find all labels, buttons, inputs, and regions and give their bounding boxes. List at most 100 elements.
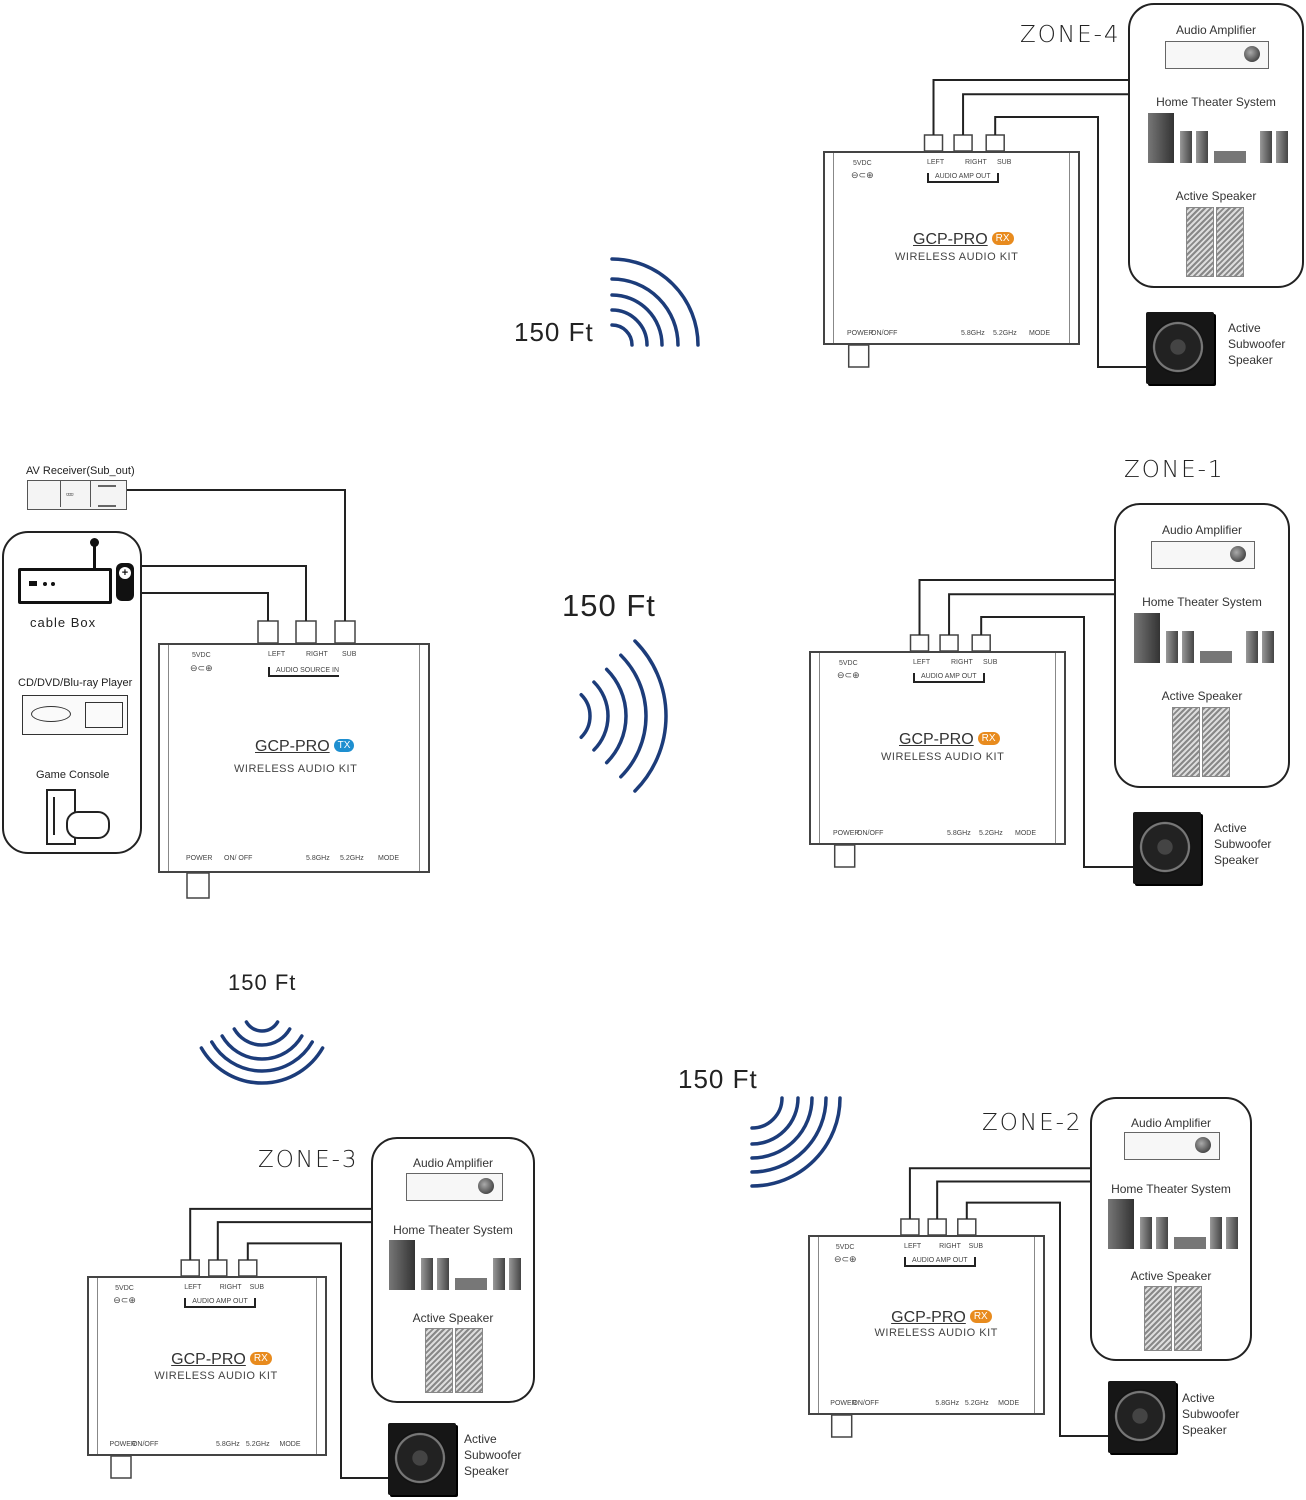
subwoofer-label-line: Subwoofer	[1228, 337, 1286, 351]
wave-arc-zone4	[610, 323, 634, 347]
port-left-label: LEFT	[927, 159, 945, 166]
dc-jack-icon: ⊖⊂⊕	[190, 663, 213, 673]
active-speaker-icon	[425, 1327, 454, 1393]
cable-right	[216, 1221, 371, 1260]
transmitter-unit: 5VDC ⊖⊂⊕ LEFT RIGHT SUB AUDIO SOURCE IN …	[158, 643, 430, 873]
cable-sub	[965, 1201, 1108, 1437]
active-speaker-icon	[1173, 1286, 1202, 1352]
wave-arc-zone2	[750, 1096, 784, 1130]
home-theater-label: Home Theater System	[1156, 95, 1276, 109]
onoff-label: ON/OFF	[857, 830, 884, 837]
power-button-label: POWER	[109, 1441, 136, 1448]
rca-plug	[334, 620, 356, 644]
av-receiver-label: AV Receiver(Sub_out)	[26, 465, 135, 477]
rca-plug	[939, 634, 959, 652]
kit-subtitle: WIRELESS AUDIO KIT	[154, 1369, 278, 1382]
band-58-label: 5.8GHz	[947, 830, 971, 837]
mode-label: MODE	[279, 1441, 301, 1448]
model-text: GCP-PRO	[255, 738, 330, 755]
audio-amplifier-icon	[1165, 41, 1270, 69]
subwoofer-label-line: Active	[1182, 1391, 1215, 1405]
power-plug	[110, 1455, 132, 1479]
active-speaker-icon	[1186, 207, 1215, 277]
rx-badge: RX	[991, 232, 1014, 245]
zone-title: ZONE-4	[1020, 22, 1121, 48]
kit-subtitle: WIRELESS AUDIO KIT	[895, 251, 1019, 263]
range-label-zone3: 150 Ft	[228, 970, 297, 995]
cable-left-source	[142, 592, 269, 621]
port-left-label: LEFT	[904, 1243, 922, 1250]
band-52-label: 5.2GHz	[964, 1400, 989, 1407]
cable-left	[932, 78, 1128, 135]
tx-badge: TX	[333, 739, 355, 752]
cable-sub-source	[127, 489, 346, 621]
audio-amplifier-label: Audio Amplifier	[1175, 23, 1257, 37]
audio-amplifier-label: Audio Amplifier	[1130, 1115, 1212, 1130]
rca-plug	[985, 134, 1005, 152]
audio-amplifier-icon	[1151, 541, 1256, 569]
receiver-unit: 5VDC ⊖⊂⊕ LEFT RIGHT SUB AUDIO AMP OUT GC…	[87, 1276, 327, 1456]
power-plug	[830, 1414, 853, 1438]
port-group-label: AUDIO AMP OUT	[913, 673, 985, 683]
kit-subtitle: WIRELESS AUDIO KIT	[881, 751, 1005, 763]
port-sub-label: SUB	[249, 1284, 265, 1291]
subwoofer-label-line: Subwoofer	[1182, 1407, 1240, 1421]
home-theater-label: Home Theater System	[393, 1223, 513, 1237]
audio-amplifier-icon	[405, 1172, 503, 1201]
audio-amplifier-label: Audio Amplifier	[1161, 523, 1243, 537]
subwoofer-label-line: Speaker	[1228, 353, 1273, 367]
wave-arc-zone4	[610, 277, 680, 347]
port-sub-label: SUB	[997, 159, 1012, 166]
wave-arc-zone4	[610, 293, 664, 347]
zone-title: ZONE-3	[258, 1147, 359, 1173]
onoff-label: ON/OFF	[871, 330, 898, 337]
onoff-label: ON/OFF	[131, 1441, 159, 1448]
model-text: GCP-PRO	[913, 231, 988, 248]
power-in-label: 5VDC	[192, 652, 211, 659]
onoff-label: ON/ OFF	[224, 855, 253, 862]
active-speaker-label: Active Speaker	[412, 1310, 494, 1325]
power-in-label: 5VDC	[839, 660, 858, 667]
port-right-label: RIGHT	[306, 651, 328, 658]
audio-amplifier-label: Audio Amplifier	[412, 1155, 494, 1170]
port-right-label: RIGHT	[965, 159, 987, 166]
cable-left	[189, 1207, 371, 1260]
band-52-label: 5.2GHz	[993, 330, 1017, 337]
output-devices-group: Audio Amplifier Home Theater System Acti…	[1114, 503, 1290, 788]
port-group-label: AUDIO AMP OUT	[184, 1298, 256, 1308]
power-plug	[833, 844, 856, 868]
dc-jack-icon: ⊖⊂⊕	[851, 170, 874, 180]
cable-right	[936, 1180, 1090, 1219]
port-sub-label: SUB	[968, 1243, 984, 1250]
port-left-label: LEFT	[184, 1284, 202, 1291]
output-devices-group: Audio Amplifier Home Theater System Acti…	[1128, 3, 1304, 288]
band-58-label: 5.8GHz	[935, 1400, 960, 1407]
wave-arc-zone2	[750, 1096, 842, 1188]
model-text: GCP-PRO	[899, 731, 974, 748]
active-speaker-icon	[1172, 707, 1201, 777]
mode-label: MODE	[1029, 330, 1050, 337]
rca-plug	[927, 1218, 947, 1236]
cable-sub	[994, 116, 1146, 368]
active-speaker-icon	[455, 1327, 484, 1393]
power-in-label: 5VDC	[835, 1244, 855, 1251]
subwoofer-icon	[1108, 1381, 1176, 1453]
power-button-label: POWER	[186, 855, 213, 862]
home-theater-icon	[1108, 1199, 1238, 1250]
power-plug	[186, 872, 210, 899]
home-theater-label: Home Theater System	[1142, 595, 1262, 609]
cable-sub	[246, 1242, 388, 1479]
active-speaker-label: Active Speaker	[1130, 1269, 1212, 1284]
cable-box-icon	[18, 538, 112, 604]
subwoofer-icon	[388, 1423, 456, 1495]
rca-plug	[208, 1259, 228, 1277]
range-label-zone4: 150 Ft	[514, 317, 594, 347]
onoff-label: ON/OFF	[852, 1400, 879, 1407]
subwoofer-label-line: Subwoofer	[464, 1448, 522, 1462]
subwoofer-label-line: Active	[1214, 821, 1247, 835]
home-theater-label: Home Theater System	[1111, 1182, 1231, 1197]
subwoofer-label-line: Speaker	[464, 1464, 509, 1478]
